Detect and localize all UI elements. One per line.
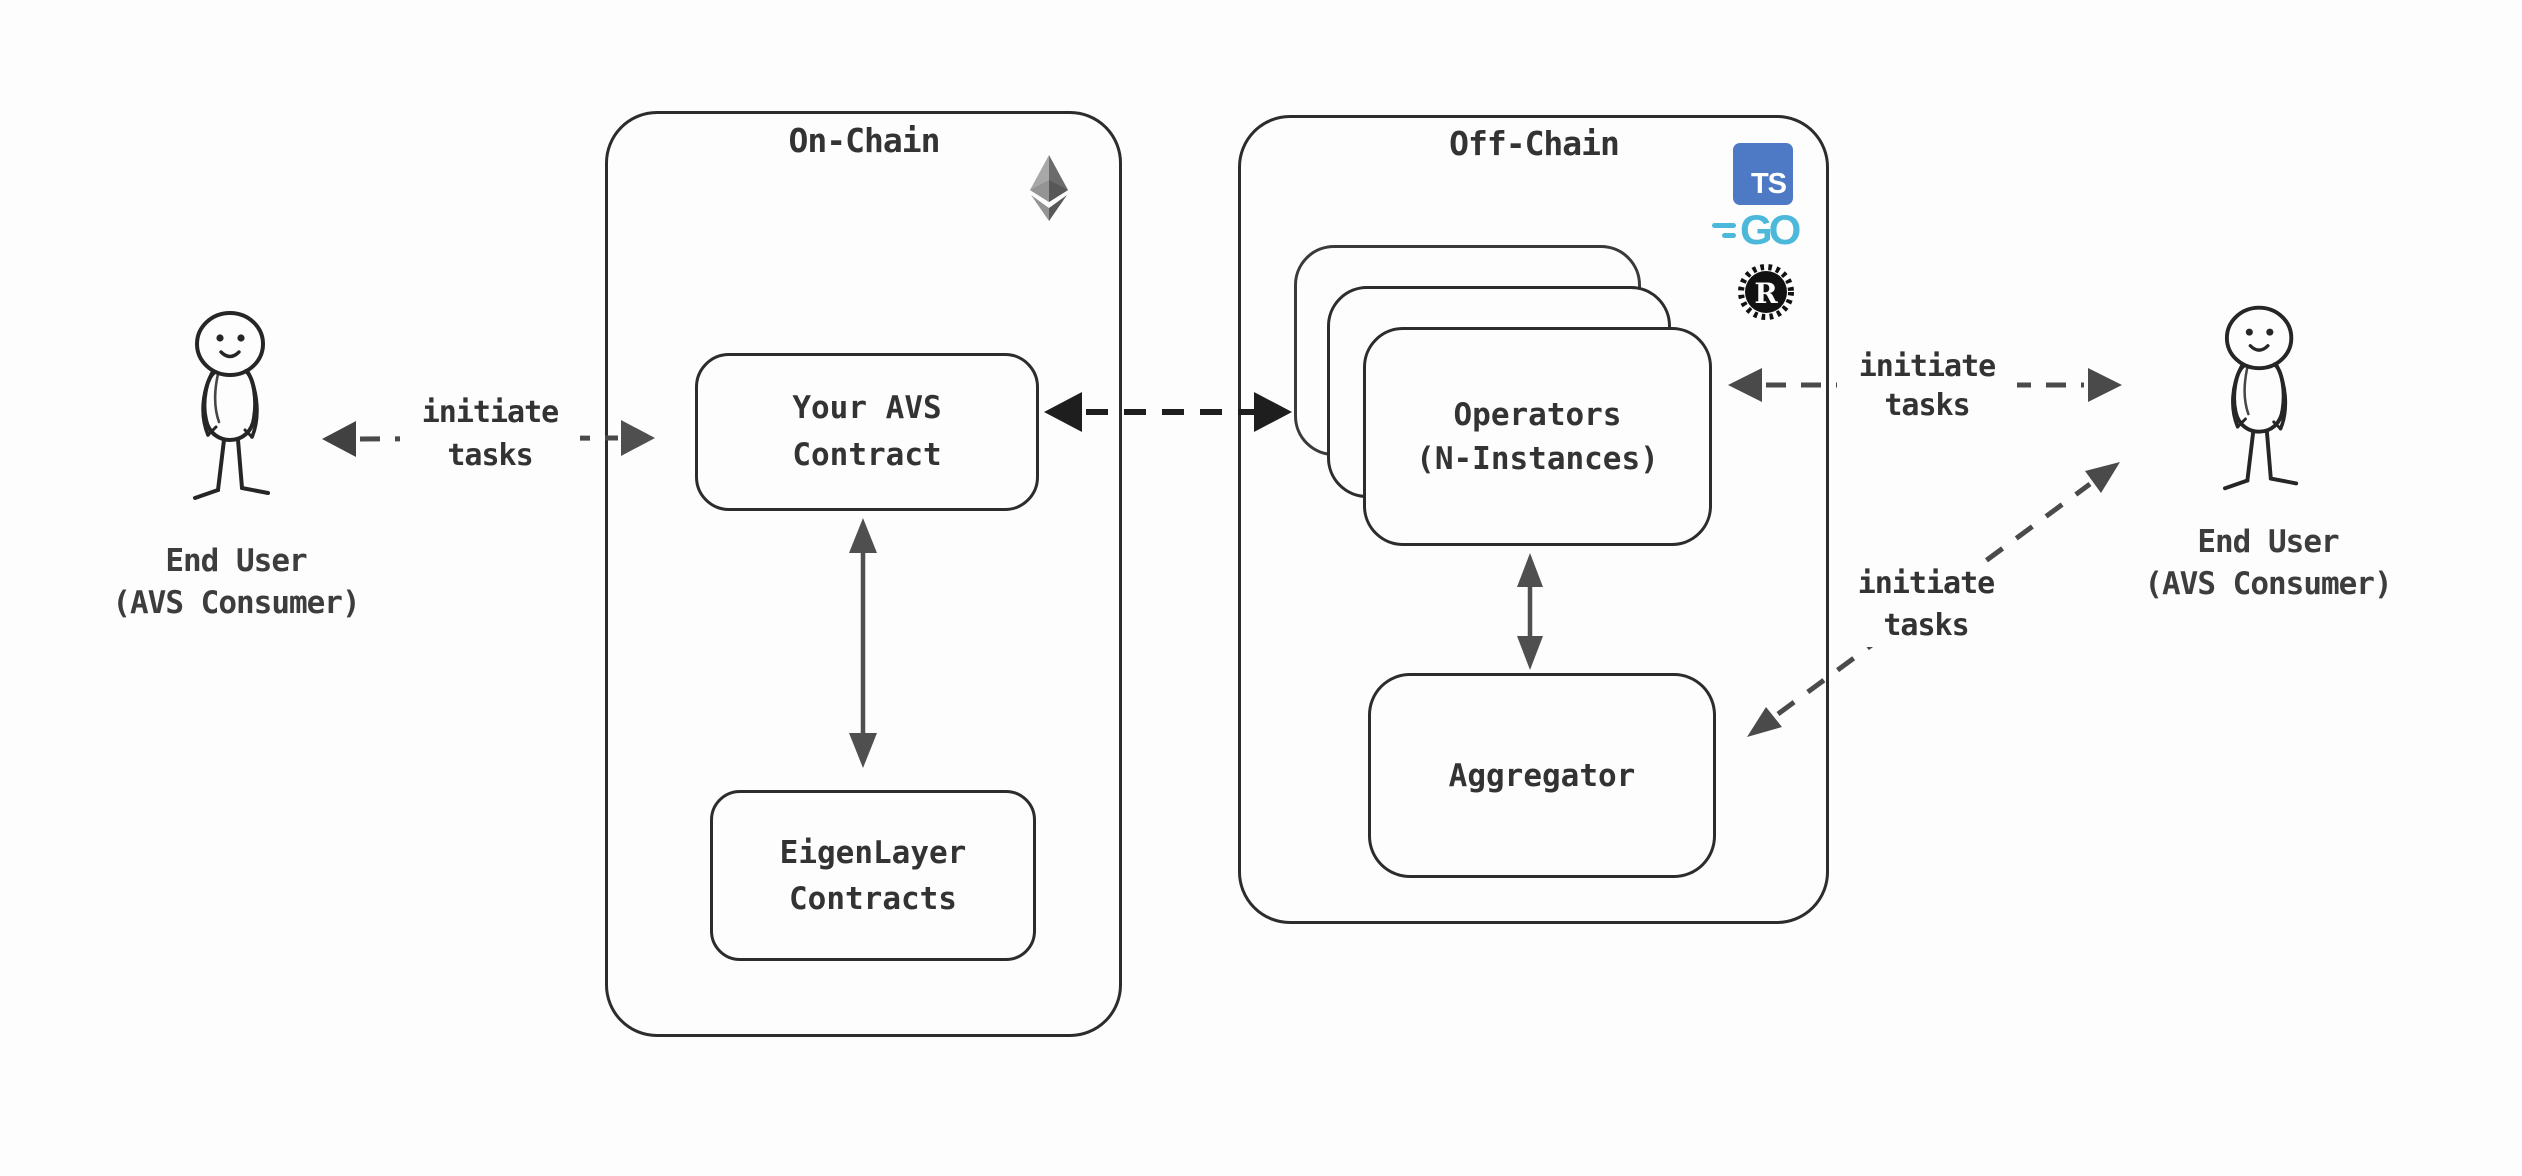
initiate-tasks-label-right-top-line1: initiate [1858, 349, 1997, 384]
go-icon-label: GO [1740, 206, 1801, 253]
go-icon: GO [1712, 207, 1816, 253]
initiate-tasks-label-right-top: initiate tasks [1837, 347, 2017, 425]
typescript-icon: TS [1733, 143, 1793, 205]
aggregator-box: Aggregator [1368, 673, 1716, 878]
initiate-tasks-label-right-top-line2: tasks [1884, 388, 1970, 423]
ethereum-icon [1030, 155, 1068, 221]
eigenlayer-line2: Contracts [789, 880, 957, 917]
rust-icon-label: R [1754, 277, 1778, 310]
avs-contract-box: Your AVS Contract [695, 353, 1039, 511]
aggregator-label: Aggregator [1448, 757, 1636, 794]
avs-contract-line2: Contract [792, 437, 942, 473]
eigenlayer-contracts-box: EigenLayer Contracts [710, 790, 1036, 961]
operators-line1: Operators [1453, 396, 1622, 433]
initiate-tasks-label-right-bottom-line2: tasks [1883, 608, 1969, 643]
end-user-left-caption-line1: End User [165, 543, 307, 579]
end-user-left-caption: End User (AVS Consumer) [86, 540, 386, 624]
avs-contract-line1: Your AVS [792, 390, 942, 426]
initiate-tasks-label-left: initiate tasks [400, 391, 580, 477]
end-user-left-caption-line2: (AVS Consumer) [112, 585, 360, 621]
typescript-icon-label: TS [1750, 168, 1787, 200]
initiate-tasks-label-right-bottom-line1: initiate [1857, 566, 1996, 601]
initiate-tasks-label-left-line2: tasks [447, 438, 533, 473]
initiate-tasks-label-left-line1: initiate [421, 395, 560, 430]
person-icon [193, 311, 270, 500]
initiate-tasks-label-right-bottom: initiate tasks [1836, 563, 2016, 647]
operators-line2: (N-Instances) [1416, 440, 1659, 477]
person-icon [2222, 305, 2299, 491]
rust-icon: R [1738, 264, 1794, 320]
offchain-title: Off-Chain [1449, 124, 1620, 163]
end-user-right-caption-line1: End User [2197, 524, 2339, 560]
operators-box: Operators (N-Instances) [1363, 327, 1712, 546]
onchain-title: On-Chain [788, 121, 941, 160]
go-speedlines [1712, 222, 1736, 238]
eigenlayer-line1: EigenLayer [779, 834, 967, 871]
end-user-right-caption: End User (AVS Consumer) [2118, 521, 2418, 605]
end-user-right-caption-line2: (AVS Consumer) [2144, 566, 2392, 602]
